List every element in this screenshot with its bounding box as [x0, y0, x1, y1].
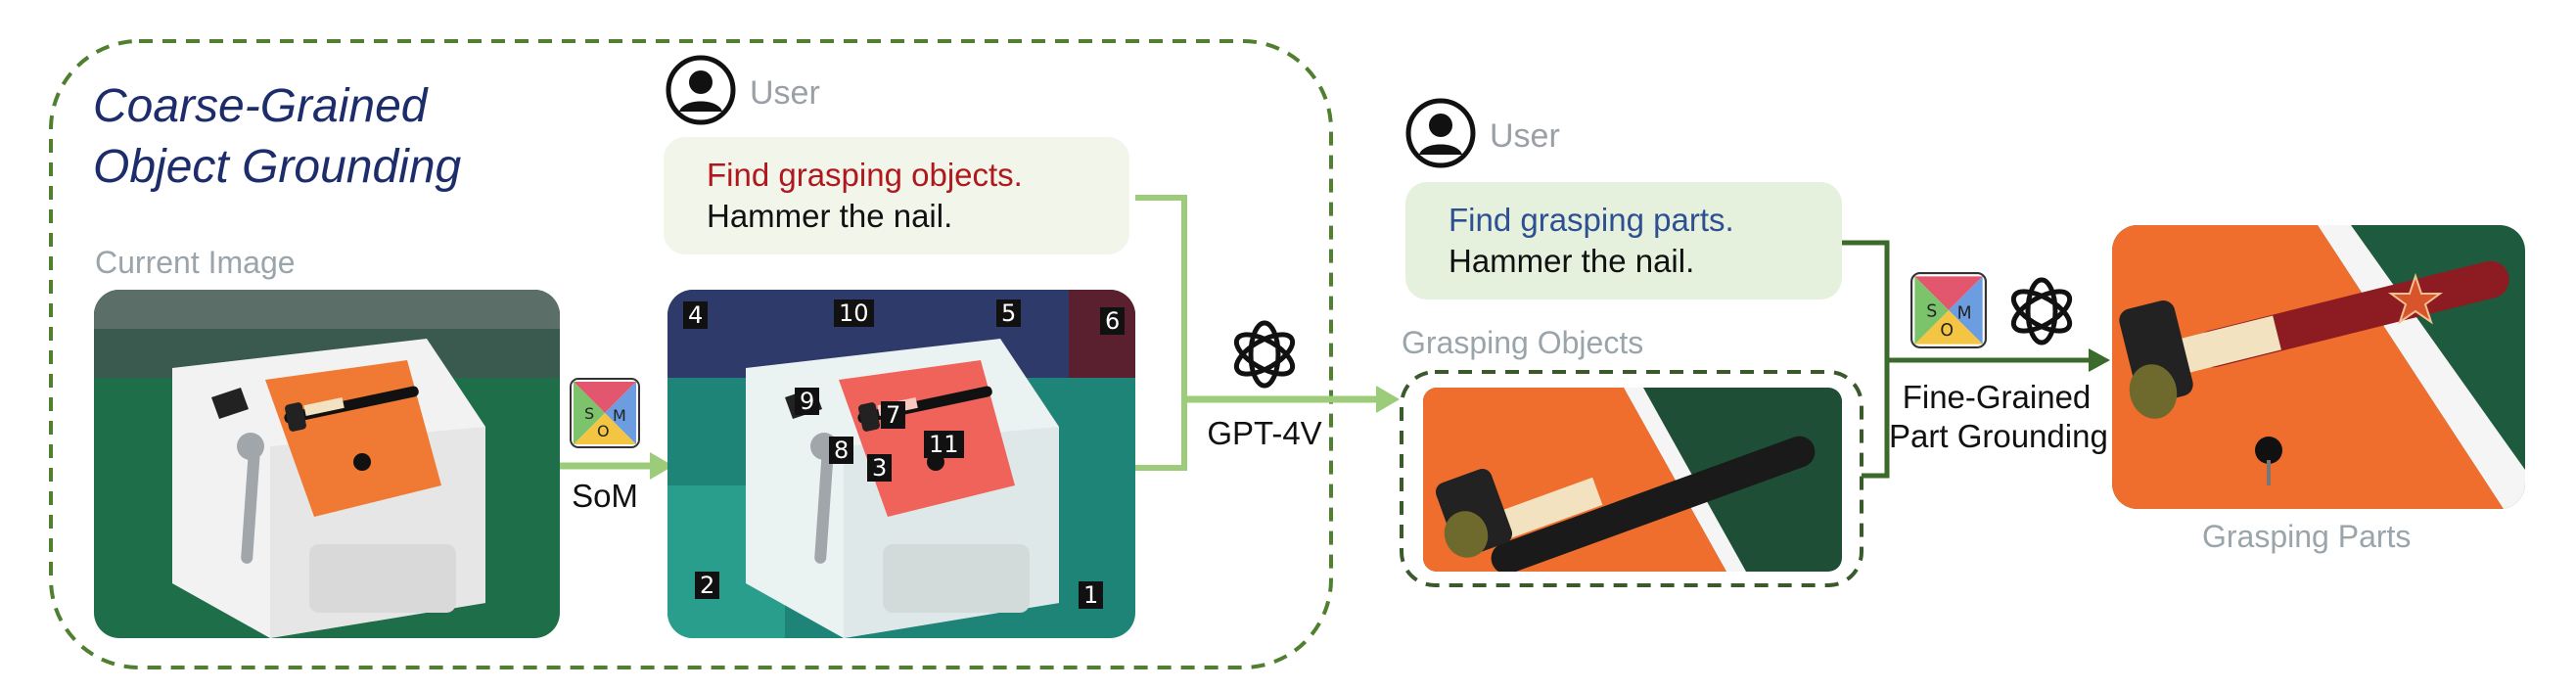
- som-logo-m: M: [1957, 304, 1972, 324]
- grasping-parts-label: Grasping Parts: [2202, 519, 2412, 554]
- som-logo-o: O: [597, 422, 610, 440]
- som-mark: 7: [881, 401, 906, 429]
- current-image-label: Current Image: [95, 245, 296, 280]
- section-title: Coarse-Grained Object Grounding: [93, 76, 461, 198]
- som-mark: 8: [829, 437, 854, 464]
- som-mark: 2: [695, 572, 720, 599]
- som-logo: S O M: [570, 378, 640, 448]
- som-mark: 6: [1100, 307, 1126, 335]
- user-label-fine: User: [1490, 117, 1560, 155]
- openai-logo-icon: [1225, 315, 1304, 393]
- grasping-parts-image: [2112, 225, 2525, 509]
- som-logo-m: M: [613, 406, 626, 425]
- object-prompt-box: Find grasping objects. Hammer the nail.: [664, 137, 1129, 254]
- som-marked-image: 1 2 3 4 5 6 7 8 9 10 11: [667, 290, 1135, 638]
- som-logo-fine: S O M: [1910, 272, 1987, 348]
- som-label: SoM: [572, 478, 638, 514]
- som-logo-o: O: [1940, 321, 1954, 341]
- part-prompt-line-1: Find grasping parts.: [1449, 202, 1734, 238]
- som-mark: 4: [683, 301, 709, 329]
- title-line-1: Coarse-Grained: [93, 80, 428, 132]
- openai-logo-icon: [2002, 272, 2081, 350]
- grasping-objects-image: [1423, 388, 1842, 572]
- part-prompt-line-2: Hammer the nail.: [1449, 243, 1695, 279]
- som-mark: 1: [1079, 581, 1104, 609]
- som-logo-s: S: [584, 404, 594, 423]
- som-mark: 3: [867, 454, 893, 482]
- user-avatar-icon: [1405, 98, 1476, 168]
- grasping-objects-label: Grasping Objects: [1402, 325, 1644, 360]
- user-avatar-icon: [666, 55, 736, 125]
- fine-step-line-2: Part Grounding: [1889, 418, 2108, 454]
- title-line-2: Object Grounding: [93, 141, 462, 193]
- object-prompt-line-1: Find grasping objects.: [707, 157, 1023, 193]
- som-mark: 5: [996, 299, 1022, 327]
- part-prompt-box: Find grasping parts. Hammer the nail.: [1405, 182, 1842, 299]
- fine-step-line-1: Fine-Grained: [1902, 379, 2092, 415]
- current-image: [94, 290, 560, 638]
- object-prompt-line-2: Hammer the nail.: [707, 198, 953, 234]
- user-label: User: [750, 74, 820, 112]
- som-mark: 11: [924, 431, 964, 458]
- som-mark: 10: [834, 299, 874, 327]
- som-mark: 9: [795, 388, 820, 415]
- model-label: GPT-4V: [1207, 415, 1322, 451]
- grasp-point-star-icon: [2387, 272, 2444, 325]
- som-logo-s: S: [1926, 302, 1937, 322]
- fine-grained-step-label: Fine-Grained Part Grounding: [1889, 378, 2108, 456]
